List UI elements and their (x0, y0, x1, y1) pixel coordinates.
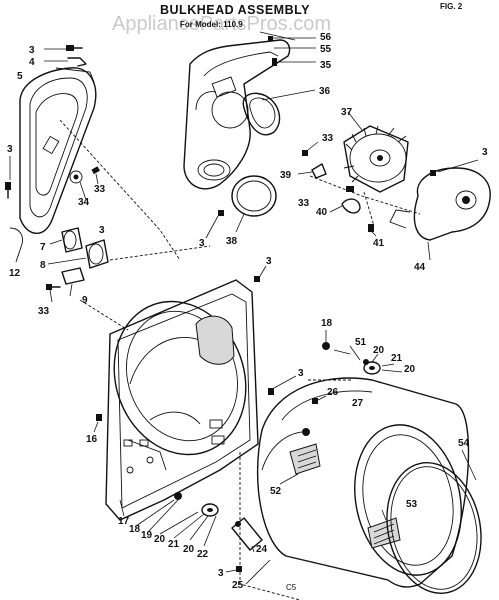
screw-3-top-left (44, 45, 83, 51)
blower-housing (183, 31, 296, 190)
screw-3-bulkhead-right (268, 375, 297, 395)
callout-22: 22 (197, 549, 209, 560)
callout-20: 20 (183, 544, 195, 555)
callout-3: 3 (99, 225, 105, 236)
callout-56: 56 (320, 32, 332, 43)
callout-34: 34 (78, 197, 90, 208)
callout-16: 16 (86, 434, 98, 445)
blower-wheel (343, 111, 409, 193)
drum-roller-20 (201, 503, 219, 517)
callout-53: 53 (406, 499, 418, 510)
callout-27: 27 (352, 398, 364, 409)
idler-arm-24 (231, 517, 263, 553)
callout-3: 3 (218, 568, 224, 579)
callout-33: 33 (298, 198, 310, 209)
screws-55-56-35 (268, 36, 316, 66)
callout-21: 21 (391, 353, 403, 364)
drum-assembly (256, 377, 470, 588)
callout-26: 26 (327, 387, 339, 398)
callout-5: 5 (17, 71, 23, 82)
callout-41: 41 (373, 238, 385, 249)
callout-54: 54 (458, 438, 470, 449)
callout-20: 20 (404, 364, 416, 375)
callout-24: 24 (256, 544, 268, 555)
callout-33: 33 (322, 133, 334, 144)
callout-17: 17 (118, 516, 130, 527)
diagram-code: C5 (286, 583, 297, 592)
callout-38: 38 (226, 236, 238, 247)
screw-3-motor (430, 159, 479, 176)
callout-40: 40 (316, 207, 328, 218)
callout-4: 4 (29, 57, 35, 68)
callout-44: 44 (414, 262, 426, 273)
screw-41 (368, 224, 377, 237)
screw-3-bulkhead-top (254, 265, 267, 282)
callout-18: 18 (129, 524, 141, 535)
screw-3-blower (205, 210, 224, 239)
clip-4 (44, 57, 87, 67)
diagram-subtitle: For Model: 110.9 (180, 20, 243, 29)
callout-36: 36 (319, 86, 331, 97)
screw-33-lower (46, 284, 61, 303)
callout-3: 3 (199, 238, 205, 249)
wire-12 (9, 227, 23, 263)
callout-19: 19 (141, 530, 153, 541)
drum-belt-54 (386, 449, 482, 594)
switch-8 (47, 239, 109, 269)
callout-33: 33 (94, 184, 106, 195)
callout-37: 37 (341, 107, 353, 118)
gasket-36 (242, 89, 316, 136)
callout-52: 52 (270, 486, 282, 497)
callout-labels: 3 4 5 3 33 34 7 8 12 9 33 3 56 55 35 36 … (7, 32, 488, 591)
callout-39: 39 (280, 170, 292, 181)
glide-18-right (322, 330, 330, 350)
clip-39 (297, 163, 327, 179)
callout-20: 20 (154, 534, 166, 545)
drum-glide-18 (174, 492, 182, 500)
blower-motor-44 (389, 167, 491, 261)
callout-33: 33 (38, 306, 50, 317)
screw-26 (312, 395, 327, 404)
screw-33-blower (302, 141, 319, 156)
callout-8: 8 (40, 260, 46, 271)
callout-3: 3 (7, 144, 13, 155)
diagram-title: BULKHEAD ASSEMBLY (160, 3, 310, 17)
front-panel-cover (19, 67, 97, 234)
motor-pulley-40 (329, 186, 361, 214)
screw-3-bottom (225, 566, 242, 573)
callout-18: 18 (321, 318, 333, 329)
seal-38 (231, 175, 277, 233)
watermark-text: AppliancePartsPros.com (112, 13, 331, 35)
callout-20: 20 (373, 345, 385, 356)
screw-16 (93, 414, 102, 433)
callout-7: 7 (40, 242, 46, 253)
callout-3: 3 (298, 368, 304, 379)
bulkhead-frame (105, 279, 259, 521)
callout-55: 55 (320, 44, 332, 55)
switch-7 (49, 227, 83, 253)
callout-25: 25 (232, 580, 244, 591)
callout-9: 9 (82, 295, 88, 306)
callout-3: 3 (482, 147, 488, 158)
callout-3: 3 (266, 256, 272, 267)
roller-51-20-21 (333, 345, 403, 375)
callout-51: 51 (355, 337, 367, 348)
callout-12: 12 (9, 268, 21, 279)
callout-3: 3 (29, 45, 35, 56)
callout-35: 35 (320, 60, 332, 71)
callout-21: 21 (168, 539, 180, 550)
screw-33-upper (91, 166, 100, 185)
screw-3-left (5, 156, 11, 199)
page-ref: FIG. 2 (440, 2, 463, 11)
clip-34 (69, 170, 87, 201)
leader-lines-17-22 (119, 499, 217, 547)
bracket-9 (61, 267, 85, 297)
